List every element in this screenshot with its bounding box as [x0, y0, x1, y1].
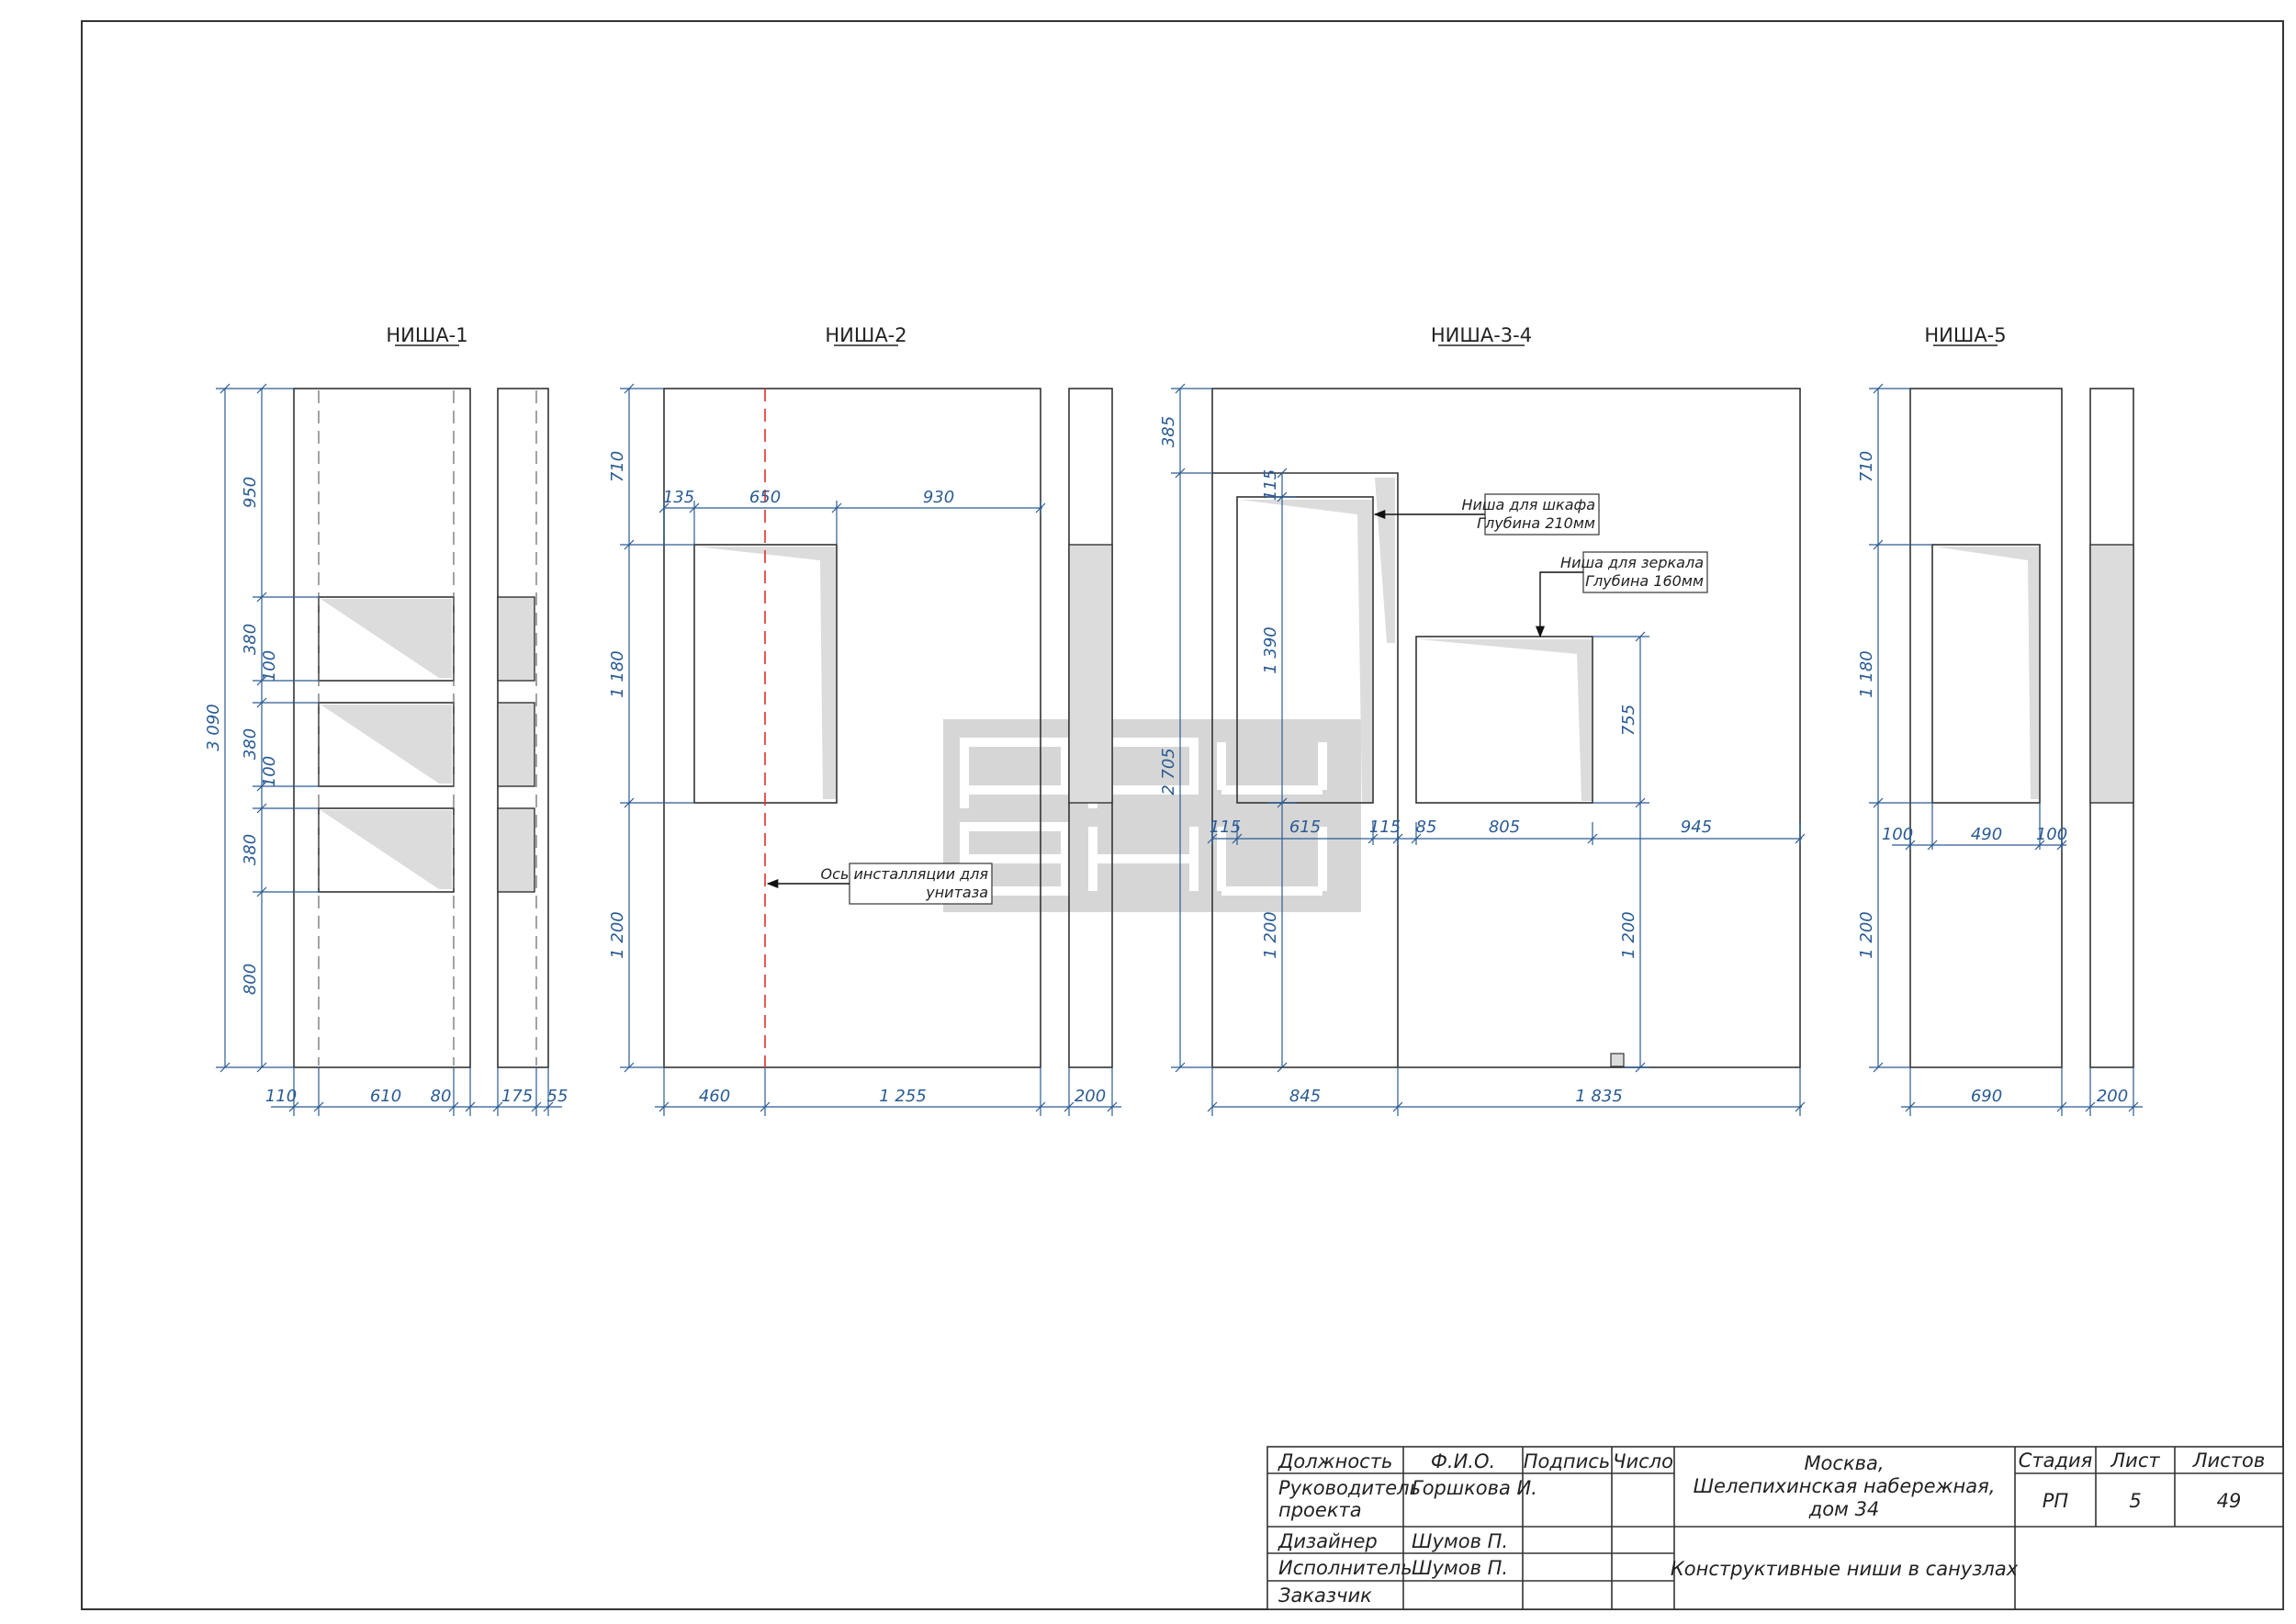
n1-dim-380a: 380 — [241, 624, 260, 655]
n5-dim-1200: 1 200 — [1857, 911, 1876, 959]
tb-header-stage: Стадия — [2019, 1449, 2093, 1472]
tb-row3-name: Шумов П. — [1412, 1557, 1508, 1579]
n2-dim-930: 930 — [923, 488, 954, 507]
tb-address-1: Москва, — [1804, 1452, 1884, 1474]
n34-dim-85: 85 — [1416, 818, 1437, 837]
n34-dim-945: 945 — [1681, 818, 1712, 837]
n1-dim-380c: 380 — [241, 834, 260, 865]
n34-dim-115a: 115 — [1210, 818, 1241, 837]
n1-dim-100a: 100 — [260, 650, 279, 682]
n34-mirror-note-1: Ниша для зеркала — [1560, 554, 1704, 571]
n34-dim-1390: 1 390 — [1261, 626, 1280, 674]
nisha-2-title: НИША-2 — [825, 324, 906, 346]
tb-row3-role: Исполнитель — [1278, 1557, 1412, 1579]
n2-dim-200: 200 — [1075, 1087, 1106, 1106]
n34-dim-1200r: 1 200 — [1619, 911, 1638, 959]
n34-dim-385: 385 — [1159, 416, 1178, 447]
nisha-1-title: НИША-1 — [386, 324, 467, 346]
sheet-frame — [81, 20, 2284, 1610]
n5-dim-100a: 100 — [1882, 825, 1913, 844]
tb-sheet: 5 — [2129, 1490, 2141, 1512]
n34-dim-total: 2 705 — [1159, 748, 1178, 795]
n34-dim-755: 755 — [1619, 705, 1638, 736]
tb-address-2: Шелепихинская набережная, — [1694, 1475, 1996, 1497]
tb-row1-role-1: Руководитель — [1278, 1477, 1421, 1499]
n2-axis-note-1: Ось инсталляции для — [821, 865, 989, 883]
n1-dim-610: 610 — [370, 1087, 401, 1106]
n34-cabinet-note-1: Ниша для шкафа — [1461, 496, 1595, 513]
tb-header-sheets: Листов — [2192, 1449, 2265, 1472]
tb-row2-name: Шумов П. — [1412, 1530, 1508, 1552]
tb-header-sheet: Лист — [2110, 1449, 2160, 1472]
n34-mirror-note-2: Глубина 160мм — [1585, 572, 1704, 590]
n34-dim-615: 615 — [1289, 818, 1321, 837]
n1-dim-55: 55 — [547, 1087, 568, 1106]
n2-dim-135: 135 — [663, 488, 694, 507]
n34-dim-845: 845 — [1289, 1087, 1321, 1106]
n1-dim-175: 175 — [501, 1087, 533, 1106]
n1-dim-380b: 380 — [241, 728, 260, 760]
tb-row4-role: Заказчик — [1278, 1585, 1372, 1607]
nisha-2-view: НИША-2 Ось инсталляции для унитаза 710 1… — [608, 324, 1121, 1116]
nisha-5-title: НИША-5 — [1924, 324, 2006, 346]
n5-dim-710: 710 — [1857, 451, 1876, 482]
n1-dim-80: 80 — [431, 1087, 452, 1106]
n34-mirror-leader — [1535, 571, 1583, 638]
tb-header-name: Ф.И.О. — [1431, 1450, 1495, 1472]
title-block: Должность Ф.И.О. Подпись Число Руководит… — [1266, 1446, 2284, 1610]
nisha-3-4-title: НИША-3-4 — [1431, 324, 1532, 346]
n34-dim-115b: 115 — [1369, 818, 1401, 837]
n5-dim-490: 490 — [1971, 825, 2002, 844]
n2-dim-710: 710 — [608, 451, 627, 482]
tb-row2-role: Дизайнер — [1277, 1530, 1378, 1552]
tb-sheets: 49 — [2217, 1490, 2242, 1512]
n34-cabinet-note-2: Глубина 210мм — [1477, 514, 1595, 532]
n1-dim-100b: 100 — [260, 756, 279, 787]
n5-dim-200: 200 — [2097, 1087, 2128, 1106]
tb-row1-role-2: проекта — [1278, 1499, 1362, 1521]
n2-dim-650: 650 — [749, 488, 781, 507]
n1-dim-800: 800 — [241, 964, 260, 995]
n2-axis-note-2: унитаза — [925, 884, 988, 901]
n34-dim-1200: 1 200 — [1261, 911, 1280, 959]
n5-dim-1180: 1 180 — [1857, 650, 1876, 698]
tb-sheet-title: Конструктивные ниши в санузлах — [1671, 1558, 2019, 1580]
watermark-logo — [943, 719, 1361, 912]
n2-dim-1180: 1 180 — [608, 650, 627, 698]
n5-dim-100b: 100 — [2036, 825, 2067, 844]
n34-dim-1835: 1 835 — [1575, 1087, 1623, 1106]
n34-dim-805: 805 — [1489, 818, 1520, 837]
tb-header-date: Число — [1613, 1450, 1673, 1472]
tb-row1-name: Горшкова И. — [1412, 1477, 1537, 1499]
n1-dim-110: 110 — [265, 1087, 297, 1106]
n2-dim-1255: 1 255 — [879, 1087, 927, 1106]
nisha-5-view: НИША-5 710 1 180 1 200 — [1857, 324, 2143, 1116]
nisha-3-4-view: НИША-3-4 Ниша для шкафа Глубина 210мм Ни… — [1159, 324, 1806, 1116]
n5-dim-690: 690 — [1971, 1087, 2002, 1106]
tb-header-role: Должность — [1277, 1450, 1392, 1472]
nisha-1-view: НИША-1 — [204, 324, 568, 1116]
tb-stage: РП — [2043, 1490, 2069, 1512]
n2-dim-460: 460 — [699, 1087, 730, 1106]
n1-dim-950: 950 — [241, 477, 260, 508]
n1-dim-total: 3 090 — [204, 704, 223, 751]
n2-dim-1200: 1 200 — [608, 911, 627, 959]
tb-header-sign: Подпись — [1524, 1450, 1610, 1472]
n34-dim-115: 115 — [1261, 469, 1280, 501]
tb-address-3: дом 34 — [1808, 1498, 1880, 1520]
